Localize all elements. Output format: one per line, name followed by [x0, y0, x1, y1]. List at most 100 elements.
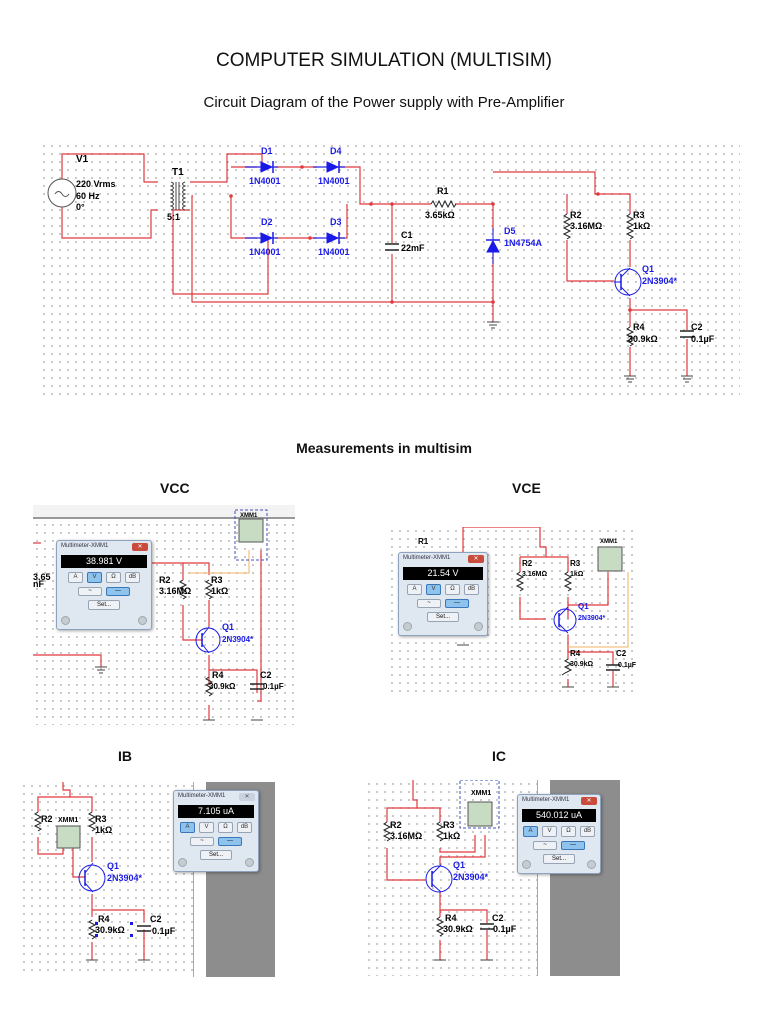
- dc-mode-button[interactable]: —: [106, 587, 130, 596]
- close-icon[interactable]: ✕: [239, 793, 255, 801]
- ac-mode-button[interactable]: ~: [417, 599, 441, 608]
- ground-icon: [457, 644, 619, 688]
- close-icon[interactable]: ✕: [581, 797, 597, 805]
- db-button[interactable]: dB: [237, 822, 252, 833]
- close-icon[interactable]: ✕: [132, 543, 148, 551]
- multimeter-title: Multimeter-XMM1: [522, 797, 570, 803]
- multimeter-xmm1-instrument[interactable]: [597, 546, 623, 572]
- ac-mode-button[interactable]: ~: [78, 587, 102, 596]
- set-button[interactable]: Set...: [427, 612, 459, 622]
- ammeter-button[interactable]: A: [68, 572, 83, 583]
- resistor-r3-icon: [435, 821, 445, 842]
- multimeter-display: 38.981 V: [61, 555, 147, 568]
- db-button[interactable]: dB: [125, 572, 140, 583]
- ammeter-button[interactable]: A: [523, 826, 538, 837]
- positive-terminal[interactable]: [61, 616, 70, 625]
- resistor-r3-icon: [87, 811, 97, 832]
- v1-voltage: 220 Vrms: [76, 179, 116, 189]
- positive-terminal[interactable]: [403, 622, 412, 631]
- diode-d1-icon: [260, 161, 274, 173]
- voltmeter-button[interactable]: V: [542, 826, 557, 837]
- resistor-r4-icon: [204, 676, 214, 697]
- c2-value: 0.1µF: [493, 924, 517, 934]
- negative-terminal[interactable]: [587, 860, 596, 869]
- voltmeter-button[interactable]: V: [199, 822, 214, 833]
- multimeter-xmm1-instrument[interactable]: [238, 518, 264, 543]
- r1-ref: R1: [418, 537, 429, 546]
- t1-ref: T1: [172, 167, 184, 178]
- ohmmeter-button[interactable]: Ω: [561, 826, 576, 837]
- dc-mode-button[interactable]: —: [218, 837, 242, 846]
- q1-ref: Q1: [222, 622, 234, 632]
- ohmmeter-button[interactable]: Ω: [445, 584, 460, 595]
- r2-value: 3.16MΩ: [522, 571, 547, 578]
- ic-schematic: XMM1 R2 3.16MΩ R3 1kΩ Q1 2N3904* R4 30.9…: [365, 780, 620, 976]
- capacitor-c2-icon: [250, 683, 264, 690]
- set-button[interactable]: Set...: [200, 850, 232, 860]
- diode-d2-icon: [260, 232, 274, 244]
- ac-mode-button[interactable]: ~: [533, 841, 557, 850]
- multimeter-display: 7.105 uA: [178, 805, 254, 818]
- r4-ref: R4: [212, 670, 224, 680]
- db-button[interactable]: dB: [464, 584, 479, 595]
- ohmmeter-button[interactable]: Ω: [218, 822, 233, 833]
- r2-value: 3.16MΩ: [159, 586, 191, 596]
- negative-terminal[interactable]: [138, 616, 147, 625]
- dc-mode-button[interactable]: —: [445, 599, 469, 608]
- q1-part: 2N3904*: [642, 276, 678, 286]
- ib-label: IB: [118, 748, 132, 764]
- c2-value: 0.1µF: [152, 926, 176, 936]
- ammeter-button[interactable]: A: [180, 822, 195, 833]
- negative-terminal[interactable]: [474, 622, 483, 631]
- xmm1-ref: XMM1: [240, 513, 258, 519]
- r1-ref: R1: [437, 186, 449, 196]
- d3-part: 1N4001: [318, 247, 350, 257]
- v1-freq: 60 Hz: [76, 191, 100, 201]
- ohmmeter-button[interactable]: Ω: [106, 572, 121, 583]
- close-icon[interactable]: ✕: [468, 555, 484, 563]
- set-button[interactable]: Set...: [88, 600, 120, 610]
- db-button[interactable]: dB: [580, 826, 595, 837]
- c2-value: 0.1µF: [618, 662, 637, 669]
- vcc-schematic: R2 3.16MΩ R3 1kΩ Q1 2N3904* R4 30.9kΩ C2…: [33, 505, 295, 725]
- multimeter-xmm1-instrument[interactable]: [56, 825, 81, 849]
- r3-ref: R3: [95, 814, 107, 824]
- document-subtitle: Circuit Diagram of the Power supply with…: [203, 94, 565, 111]
- positive-terminal[interactable]: [522, 860, 531, 869]
- ac-mode-button[interactable]: ~: [190, 837, 214, 846]
- d1-ref: D1: [261, 146, 273, 156]
- transistor-q1-icon: [78, 862, 106, 893]
- r2-value: 3.16MΩ: [570, 221, 602, 231]
- ground-icon: [95, 666, 107, 674]
- dc-mode-button[interactable]: —: [561, 841, 585, 850]
- c1-value: 22mF: [401, 243, 425, 253]
- d3-ref: D3: [330, 217, 342, 227]
- ground-icon: [487, 321, 499, 329]
- voltmeter-button[interactable]: V: [87, 572, 102, 583]
- r4-ref: R4: [445, 913, 457, 923]
- r2-ref: R2: [159, 575, 171, 585]
- r3-ref: R3: [443, 820, 455, 830]
- negative-terminal[interactable]: [245, 858, 254, 867]
- multimeter-title: Multimeter-XMM1: [178, 793, 226, 799]
- set-button[interactable]: Set...: [543, 854, 575, 864]
- ammeter-button[interactable]: A: [407, 584, 422, 595]
- xmm1-ref: XMM1: [600, 539, 618, 545]
- r2-ref: R2: [41, 814, 53, 824]
- document-title: COMPUTER SIMULATION (MULTISIM): [215, 50, 553, 71]
- positive-terminal[interactable]: [178, 858, 187, 867]
- diode-d3-icon: [326, 232, 340, 244]
- d4-part: 1N4001: [318, 176, 350, 186]
- resistor-r2-icon: [562, 213, 572, 240]
- voltmeter-button[interactable]: V: [426, 584, 441, 595]
- capacitor-c2-icon: [680, 330, 694, 338]
- zener-d5-icon: [486, 228, 500, 264]
- q1-ref: Q1: [107, 861, 119, 871]
- r3-ref: R3: [570, 559, 581, 568]
- t1-ratio: 5:1: [167, 212, 180, 222]
- multimeter-xmm1-instrument[interactable]: [467, 801, 493, 827]
